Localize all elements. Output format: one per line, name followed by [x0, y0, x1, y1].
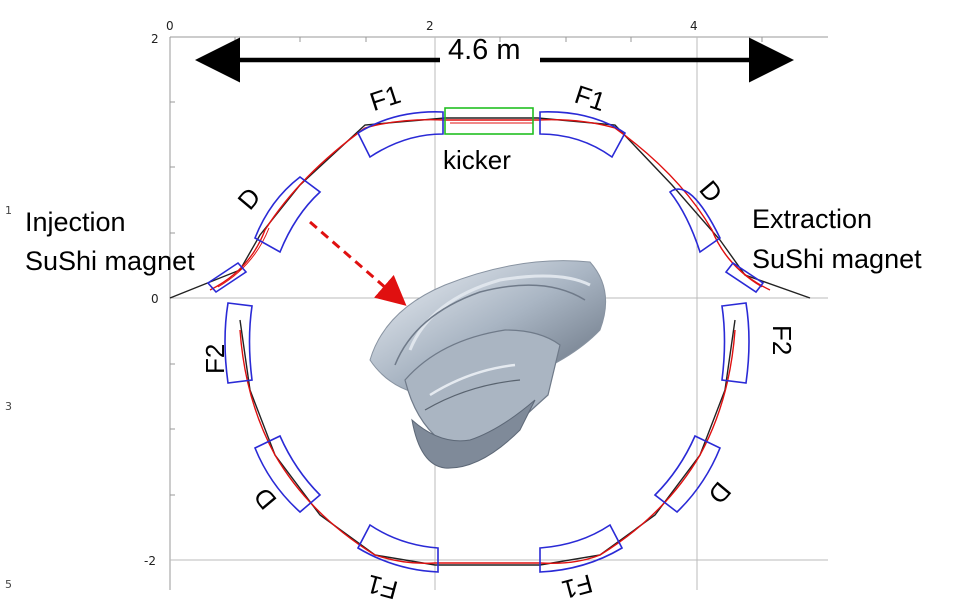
magnet-f1-top-right: [539, 111, 627, 159]
extraction-label-line1: Extraction: [752, 204, 872, 234]
y-tick-0: 0: [151, 292, 159, 306]
x-tick-4: 4: [690, 19, 698, 33]
reference-orbit: [169, 117, 811, 566]
label-f1-bottom-left: F1: [364, 569, 401, 603]
label-f2-left: F2: [200, 344, 230, 374]
extraction-label-line2: SuShi magnet: [752, 244, 922, 274]
magnets: [206, 111, 765, 573]
magnet-d-lower-right: [653, 434, 722, 514]
margin-number-5: 5: [5, 578, 12, 591]
magnet-f1-bottom-right: [539, 523, 624, 573]
sushi-magnet-illustration: [369, 260, 607, 469]
injection-label-line2: SuShi magnet: [25, 246, 195, 276]
x-tick-0: 0: [166, 19, 174, 33]
kicker-box: [444, 107, 534, 135]
label-d-lower-right: D: [702, 476, 737, 510]
magnet-d-lower-left: [253, 434, 322, 514]
y-tick-2: 2: [151, 32, 159, 46]
x-tick-2: 2: [426, 19, 434, 33]
magnet-f2-left: [224, 302, 253, 384]
label-f1-top-left: F1: [366, 79, 404, 117]
label-f1-bottom-right: F1: [559, 568, 596, 603]
beam-orbit-inner: [217, 122, 763, 288]
label-f1-top-right: F1: [571, 79, 609, 117]
extraction-septum: [724, 261, 765, 294]
inset-pointer-arrow: [309, 220, 407, 306]
magnet-f2-right: [721, 302, 750, 384]
label-f2-right: F2: [767, 325, 797, 355]
span-label: 4.6 m: [448, 34, 521, 66]
margin-number-3: 3: [5, 400, 12, 413]
kicker-label: kicker: [443, 145, 511, 175]
label-d-upper-left: D: [232, 182, 267, 216]
y-tick-neg2: -2: [144, 554, 156, 568]
magnet-f1-bottom-left: [356, 523, 439, 573]
magnet-f1-top-left: [356, 111, 444, 159]
margin-number-1: 1: [5, 204, 12, 217]
magnet-d-upper-right: [668, 188, 722, 254]
injection-septum: [206, 261, 248, 294]
injection-label-line1: Injection: [25, 207, 126, 237]
magnet-d-upper-left: [253, 175, 322, 254]
